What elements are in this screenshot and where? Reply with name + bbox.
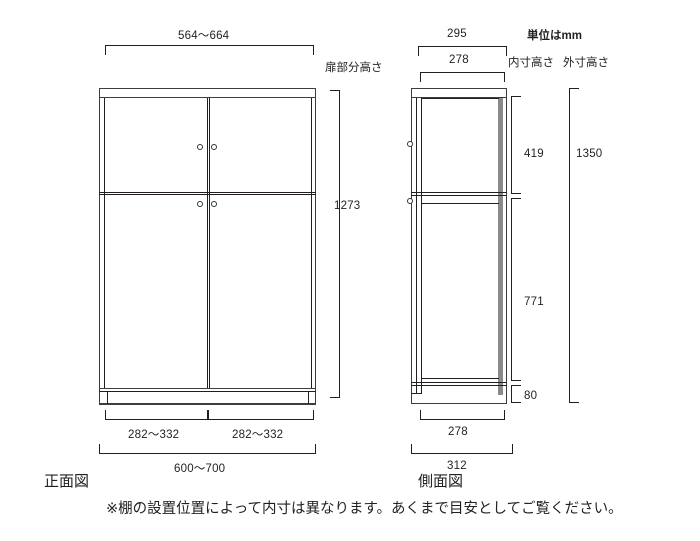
- side-bottom-inner-depth-bracket: [420, 410, 505, 420]
- side-door-inner-edge: [416, 98, 417, 393]
- front-door-center-split: [207, 98, 208, 388]
- front-base-right-notch: [308, 391, 309, 404]
- front-view-label: 正面図: [44, 473, 90, 490]
- side-back-panel: [498, 98, 503, 395]
- side-top-rail: [411, 88, 507, 98]
- side-bottom-outer-depth-value: 312: [447, 460, 467, 472]
- side-door-outer-edge: [421, 98, 422, 393]
- front-upper-left-door-knob[interactable]: [197, 144, 203, 150]
- side-cabinet-outline: [411, 88, 507, 404]
- side-lower-door-knob[interactable]: [407, 198, 413, 204]
- side-base-height-bracket: [511, 385, 521, 403]
- side-base-top-edge: [411, 385, 507, 386]
- front-left-door-width-value: 282〜332: [128, 429, 180, 441]
- front-left-door-width-bracket: [105, 410, 208, 420]
- front-upper-right-door-knob[interactable]: [211, 144, 217, 150]
- front-base-plinth: [99, 388, 316, 404]
- side-top-inner-depth-value: 278: [449, 54, 469, 66]
- side-lower-inner-top: [421, 203, 499, 204]
- side-base-top: [411, 382, 507, 383]
- side-view-label: 側面図: [418, 473, 464, 490]
- side-bottom-outer-depth-bracket: [411, 444, 513, 454]
- front-top-inner-width-bracket: [105, 45, 314, 55]
- front-top-inner-width-value: 564〜664: [178, 30, 230, 42]
- door-height-label: 扉部分高さ: [325, 62, 383, 74]
- front-total-width-value: 600〜700: [174, 463, 226, 475]
- front-door-height-value: 1273: [334, 200, 361, 212]
- front-lower-right-door-knob[interactable]: [211, 201, 217, 207]
- side-middle-divider-bottom: [411, 195, 507, 196]
- side-top-inner-depth-bracket: [420, 72, 505, 82]
- front-top-rail: [99, 88, 316, 98]
- front-base-left-notch: [107, 391, 108, 404]
- front-total-width-bracket: [99, 444, 316, 454]
- side-top-outer-depth-bracket: [418, 46, 507, 56]
- front-right-door-width-value: 282〜332: [232, 429, 284, 441]
- side-door-bottom: [411, 393, 422, 394]
- side-outer-height-bracket: [569, 88, 579, 403]
- side-bottom-inner-depth-value: 278: [448, 426, 468, 438]
- side-upper-inner-height-bracket: [511, 96, 521, 194]
- side-top-outer-depth-value: 295: [447, 28, 467, 40]
- unit-note: 単位はmm: [527, 30, 582, 42]
- front-left-stile: [104, 98, 105, 388]
- side-middle-divider-top: [411, 192, 507, 193]
- side-lower-inner-bottom: [421, 378, 499, 379]
- front-right-stile: [311, 98, 312, 388]
- side-lower-inner-height-value: 771: [524, 296, 544, 308]
- front-base-top-edge: [99, 391, 316, 392]
- side-upper-inner-top: [421, 98, 499, 99]
- side-base-height-value: 80: [524, 390, 538, 402]
- outer-height-label: 外寸高さ: [563, 57, 609, 69]
- inner-height-label: 内寸高さ: [508, 57, 554, 69]
- front-right-door-width-bracket: [208, 410, 314, 420]
- front-lower-left-door-knob[interactable]: [197, 201, 203, 207]
- side-upper-door-knob[interactable]: [407, 141, 413, 147]
- front-door-center-split-edge: [209, 98, 210, 388]
- footer-note: ※棚の設置位置によって内寸は異なります。あくまで目安としてご覧ください。: [106, 501, 623, 517]
- front-door-height-bracket: [330, 90, 340, 398]
- side-upper-inner-height-value: 419: [524, 148, 544, 160]
- side-outer-height-value: 1350: [576, 148, 603, 160]
- side-lower-inner-height-bracket: [511, 198, 521, 381]
